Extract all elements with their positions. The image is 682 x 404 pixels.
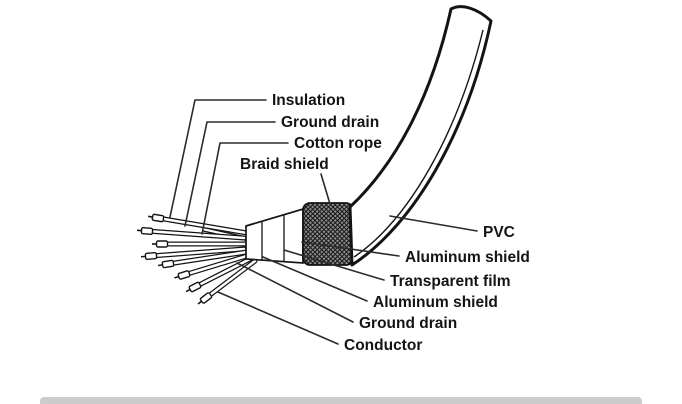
leader-insulation — [169, 99, 267, 218]
wire — [157, 249, 250, 269]
label-ground-drain-bottom: Ground drain — [359, 315, 457, 332]
leader-transparent-film — [283, 249, 385, 281]
leader-conductor — [217, 291, 339, 345]
label-aluminum-shield-1: Aluminum shield — [405, 249, 530, 266]
leader-braid-shield — [320, 173, 331, 205]
label-transparent-film: Transparent film — [390, 273, 511, 290]
leader-cotton-rope — [201, 142, 289, 235]
wire-insulation-core — [166, 250, 249, 266]
wire-tip — [151, 213, 165, 223]
wire-tip — [140, 227, 154, 235]
wire-tip — [155, 240, 169, 248]
wire-tip — [177, 270, 191, 280]
label-group-insulation: Insulation — [169, 92, 345, 218]
wire-insulation-core — [145, 229, 246, 240]
label-insulation: Insulation — [272, 92, 345, 109]
wire-insulation-core — [193, 256, 254, 289]
wire — [185, 255, 255, 293]
braid-shield-section — [302, 202, 354, 266]
wire-insulation-core — [182, 253, 252, 277]
label-group-ground-drain-top: Ground drain — [184, 114, 379, 227]
wire-tip — [188, 281, 202, 293]
label-group-ground-drain-bottom: Ground drain — [236, 262, 457, 332]
wire-insulation-core — [149, 247, 246, 258]
leader-pvc — [389, 215, 478, 232]
inner-layer-body — [245, 207, 304, 264]
wire-tip — [144, 252, 158, 260]
pvc-jacket — [348, 5, 493, 267]
label-group-conductor: Conductor — [217, 291, 422, 354]
wire — [140, 246, 247, 260]
wire — [136, 227, 247, 241]
label-pvc: PVC — [483, 224, 515, 241]
jacket-wall-line — [353, 29, 484, 258]
wire-tip — [199, 292, 213, 304]
wire-insulation-core — [156, 216, 249, 235]
leader-aluminum-shield-2 — [262, 256, 368, 302]
label-cotton-rope: Cotton rope — [294, 135, 382, 152]
wire — [174, 252, 253, 280]
wire-tip — [161, 259, 175, 269]
leader-ground-drain-top — [184, 121, 276, 227]
wire — [148, 213, 250, 236]
bottom-bar — [40, 397, 642, 404]
wire-bundle — [136, 213, 258, 305]
leader-aluminum-shield-1 — [301, 241, 400, 257]
label-group-aluminum-shield-2: Aluminum shield — [262, 256, 498, 311]
label-conductor: Conductor — [344, 337, 422, 354]
label-ground-drain-top: Ground drain — [281, 114, 379, 131]
wire — [152, 240, 249, 248]
label-group-aluminum-shield-1: Aluminum shield — [301, 241, 530, 266]
leader-ground-drain-bottom — [236, 262, 354, 323]
label-group-braid-shield: Braid shield — [240, 156, 331, 205]
label-group-pvc: PVC — [389, 215, 515, 241]
label-group-cotton-rope: Cotton rope — [201, 135, 382, 235]
cable-illustration — [136, 5, 493, 305]
label-braid-shield: Braid shield — [240, 156, 329, 173]
inner-layers — [245, 207, 304, 264]
label-group-transparent-film: Transparent film — [283, 249, 511, 290]
labels: Insulation Ground drain Cotton rope Brai… — [169, 92, 530, 354]
label-aluminum-shield-2: Aluminum shield — [373, 294, 498, 311]
